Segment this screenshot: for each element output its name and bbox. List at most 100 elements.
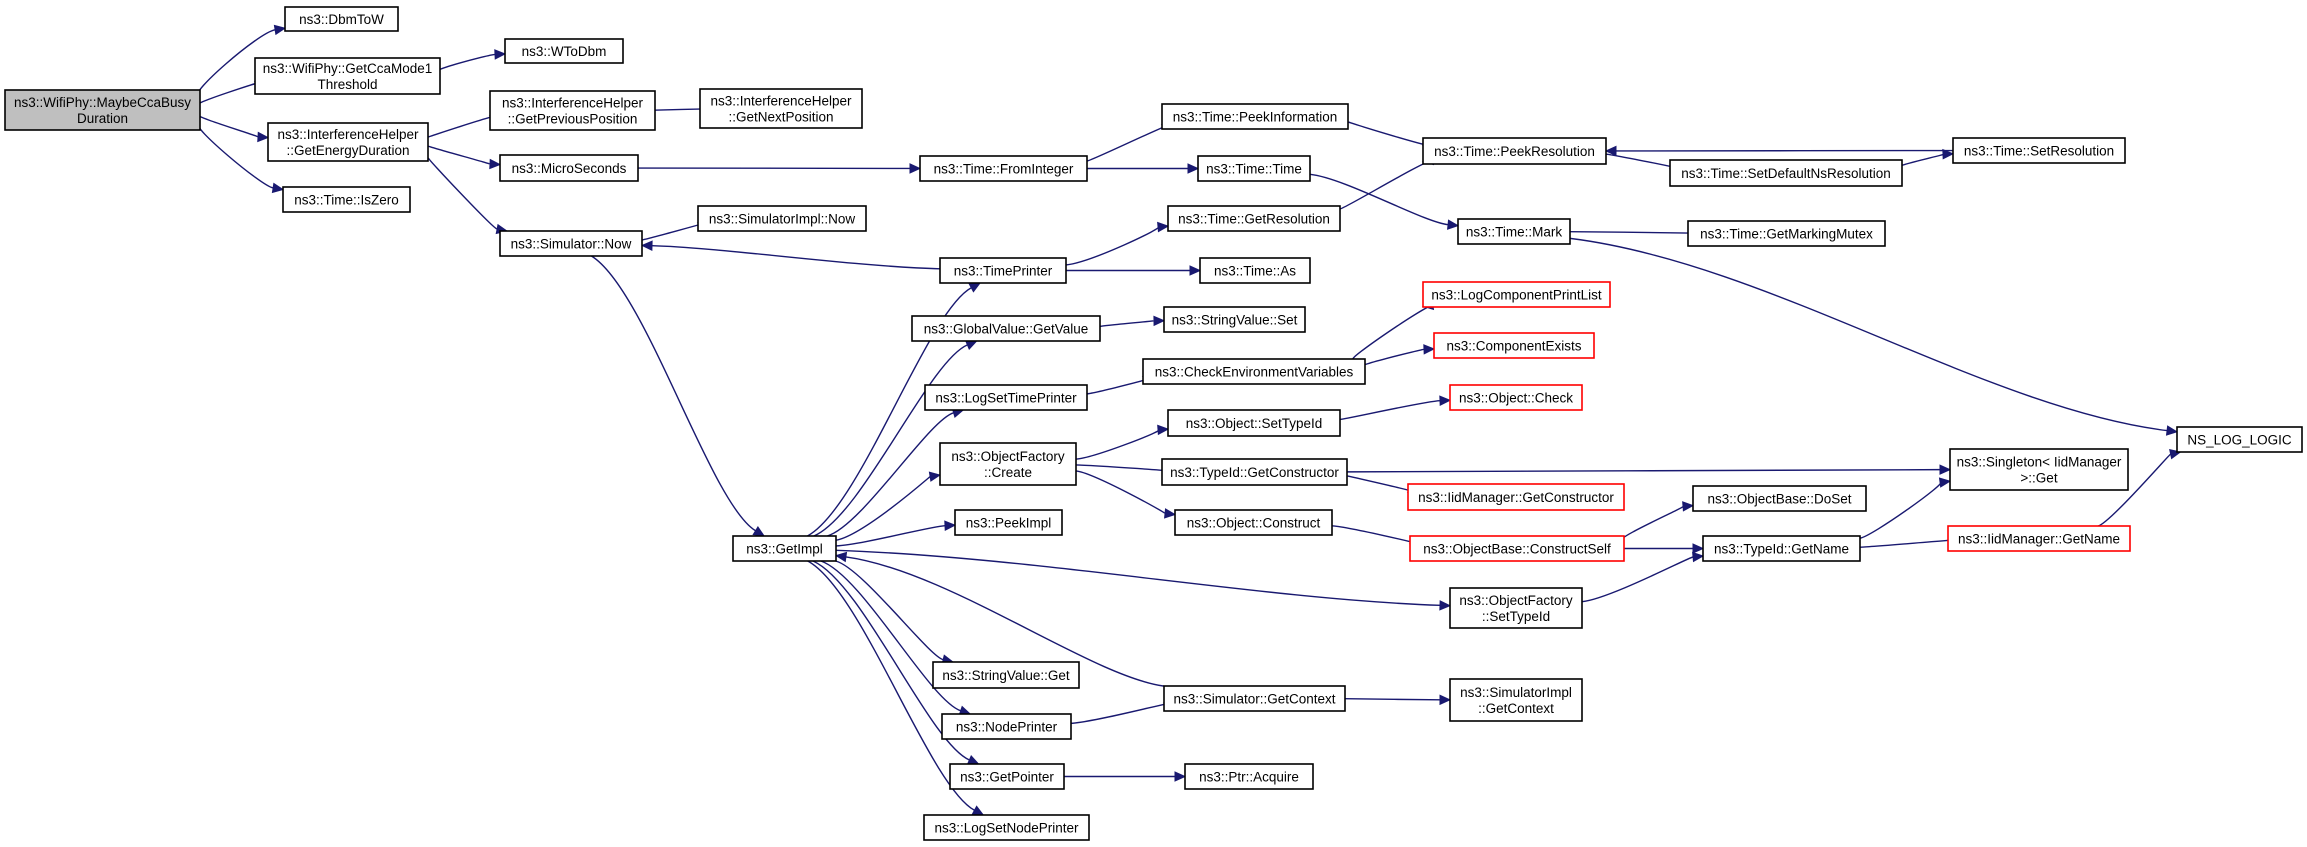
node-microseconds[interactable]: ns3::MicroSeconds xyxy=(499,154,639,182)
edge-line xyxy=(1361,348,1425,368)
edge-line xyxy=(1859,539,1959,548)
edge-timeprinter-to-sim_now xyxy=(640,240,941,270)
node-ns-log-logic[interactable]: NS_LOG_LOGIC xyxy=(2176,426,2303,453)
node-nodeprinter[interactable]: ns3::NodePrinter xyxy=(941,713,1072,740)
node-box xyxy=(1449,384,1583,411)
node-label: ns3::IidManager::GetName xyxy=(1958,532,2120,547)
edge-objectfactory_create-to-object_settypeid xyxy=(1075,424,1170,460)
edge-objectfactory_settypeid-to-typeid_getname xyxy=(1581,551,1705,603)
node-box xyxy=(1433,332,1595,359)
node-sim-now[interactable]: ns3::Simulator::Now xyxy=(499,230,643,257)
node-box xyxy=(939,257,1067,284)
node-ptr-acquire[interactable]: ns3::Ptr::Acquire xyxy=(1184,763,1314,790)
node-typeid-getconstructor[interactable]: ns3::TypeId::GetConstructor xyxy=(1161,458,1348,486)
node-object-construct[interactable]: ns3::Object::Construct xyxy=(1174,509,1333,536)
node-globalvalue-getvalue[interactable]: ns3::GlobalValue::GetValue xyxy=(911,315,1101,342)
node-stringvalue-set[interactable]: ns3::StringValue::Set xyxy=(1163,306,1306,333)
node-label: ::Create xyxy=(984,465,1032,480)
node-typeid-getname[interactable]: ns3::TypeId::GetName xyxy=(1702,535,1861,562)
node-time-as[interactable]: ns3::Time::As xyxy=(1199,257,1311,284)
edge-arrowhead xyxy=(964,340,978,350)
node-wtodbm[interactable]: ns3::WToDbm xyxy=(504,38,624,64)
node-logcomponentprintlist[interactable]: ns3::LogComponentPrintList xyxy=(1422,281,1611,308)
edge-arrowhead xyxy=(909,163,922,174)
node-object-check[interactable]: ns3::Object::Check xyxy=(1449,384,1583,411)
node-box xyxy=(941,713,1072,740)
node-time-setres[interactable]: ns3::Time::SetResolution xyxy=(1952,137,2126,164)
node-sim-getcontext[interactable]: ns3::Simulator::GetContext xyxy=(1163,685,1346,712)
node-time-time[interactable]: ns3::Time::Time xyxy=(1197,155,1311,182)
edge-line xyxy=(1344,698,1441,701)
edge-arrowhead xyxy=(928,471,942,482)
node-logsetnodeprinter[interactable]: ns3::LogSetNodePrinter xyxy=(923,814,1090,841)
node-timeprinter[interactable]: ns3::TimePrinter xyxy=(939,257,1067,284)
edge-sim_getcontext-to-getimpl xyxy=(834,551,1165,687)
node-label: ns3::Time::PeekInformation xyxy=(1173,110,1338,125)
node-time-peekres[interactable]: ns3::Time::PeekResolution xyxy=(1422,137,1607,165)
edge-arrowhead xyxy=(1439,395,1452,406)
node-iidmanager-getname[interactable]: ns3::IidManager::GetName xyxy=(1947,525,2131,552)
node-simimpl-getcontext[interactable]: ns3::SimulatorImpl::GetContext xyxy=(1449,678,1583,722)
edge-microseconds-to-time_frominteger xyxy=(637,163,922,174)
node-ih-getenergy[interactable]: ns3::InterferenceHelper::GetEnergyDurati… xyxy=(267,122,429,162)
node-time-setdefaultns[interactable]: ns3::Time::SetDefaultNsResolution xyxy=(1669,159,1903,187)
node-peekimpl[interactable]: ns3::PeekImpl xyxy=(954,509,1063,536)
node-stringvalue-get[interactable]: ns3::StringValue::Get xyxy=(932,661,1080,689)
edge-line xyxy=(835,524,946,547)
node-label: ::GetEnergyDuration xyxy=(286,143,409,158)
edge-object_settypeid-to-object_check xyxy=(1339,395,1452,421)
node-getpointer[interactable]: ns3::GetPointer xyxy=(949,763,1065,790)
edge-arrowhead xyxy=(1439,694,1452,706)
node-label: NS_LOG_LOGIC xyxy=(2187,433,2292,448)
edge-arrowhead xyxy=(1157,424,1170,436)
edge-getccamode1-to-wtodbm xyxy=(436,49,507,73)
edge-time_frominteger-to-time_peekinfo xyxy=(1086,118,1173,162)
edge-line xyxy=(1347,121,1434,148)
node-box xyxy=(1163,306,1306,333)
node-simimpl-now[interactable]: ns3::SimulatorImpl::Now xyxy=(697,205,867,232)
node-time-iszero[interactable]: ns3::Time::IsZero xyxy=(282,186,411,213)
node-time-getres[interactable]: ns3::Time::GetResolution xyxy=(1167,205,1341,232)
node-objectfactory-settypeid[interactable]: ns3::ObjectFactory::SetTypeId xyxy=(1449,587,1583,629)
node-objectbase-constructself[interactable]: ns3::ObjectBase::ConstructSelf xyxy=(1409,535,1625,562)
node-label: ns3::StringValue::Set xyxy=(1172,313,1298,328)
edge-typeid_getname-to-iidmanager_getname xyxy=(1859,534,1959,548)
edge-getimpl-to-getpointer xyxy=(812,560,980,765)
edge-time_peekinfo-to-time_peekres xyxy=(1347,121,1434,152)
node-box xyxy=(732,535,837,562)
edge-line xyxy=(1065,226,1159,266)
node-time-getmarkingmutex[interactable]: ns3::Time::GetMarkingMutex xyxy=(1687,220,1886,247)
node-label: ns3::Time::Mark xyxy=(1466,225,1563,240)
node-getimpl[interactable]: ns3::GetImpl xyxy=(732,535,837,562)
node-objectbase-doset[interactable]: ns3::ObjectBase::DoSet xyxy=(1692,485,1867,512)
edge-timeprinter-to-time_getres xyxy=(1065,221,1170,266)
node-singleton-get[interactable]: ns3::Singleton< IidManager>::Get xyxy=(1949,448,2129,491)
node-componentexists[interactable]: ns3::ComponentExists xyxy=(1433,332,1595,359)
node-ih-getprev[interactable]: ns3::InterferenceHelper::GetPreviousPosi… xyxy=(489,90,656,131)
node-ih-getnext[interactable]: ns3::InterferenceHelper::GetNextPosition xyxy=(699,88,863,129)
node-box xyxy=(1161,458,1348,486)
edge-arrowhead xyxy=(1604,145,1617,157)
edge-line xyxy=(1346,468,1941,473)
node-label: ns3::Time::IsZero xyxy=(294,193,399,208)
node-object-settypeid[interactable]: ns3::Object::SetTypeId xyxy=(1167,409,1341,437)
node-dbmtow[interactable]: ns3::DbmToW xyxy=(284,6,399,32)
edge-line xyxy=(651,244,941,270)
node-time-mark[interactable]: ns3::Time::Mark xyxy=(1457,218,1571,245)
edge-getpointer-to-ptr_acquire xyxy=(1064,771,1187,782)
edge-arrowhead xyxy=(2165,425,2179,436)
node-logsettimeprinter[interactable]: ns3::LogSetTimePrinter xyxy=(924,384,1088,411)
node-label: ns3::Time::Time xyxy=(1206,162,1302,177)
node-box xyxy=(499,154,639,182)
node-time-frominteger[interactable]: ns3::Time::FromInteger xyxy=(919,155,1088,182)
node-iidmanager-getconstructor[interactable]: ns3::IidManager::GetConstructor xyxy=(1407,483,1625,511)
node-time-peekinfo[interactable]: ns3::Time::PeekInformation xyxy=(1161,103,1349,130)
node-label: ns3::Singleton< IidManager xyxy=(1957,455,2122,470)
edge-ih_getenergy-to-sim_now xyxy=(427,156,509,235)
node-objectfactory-create[interactable]: ns3::ObjectFactory::Create xyxy=(939,442,1077,486)
node-checkenv[interactable]: ns3::CheckEnvironmentVariables xyxy=(1142,358,1366,385)
edge-globalvalue_getvalue-to-stringvalue_set xyxy=(1097,315,1166,328)
node-label: ns3::Simulator::GetContext xyxy=(1173,692,1335,707)
